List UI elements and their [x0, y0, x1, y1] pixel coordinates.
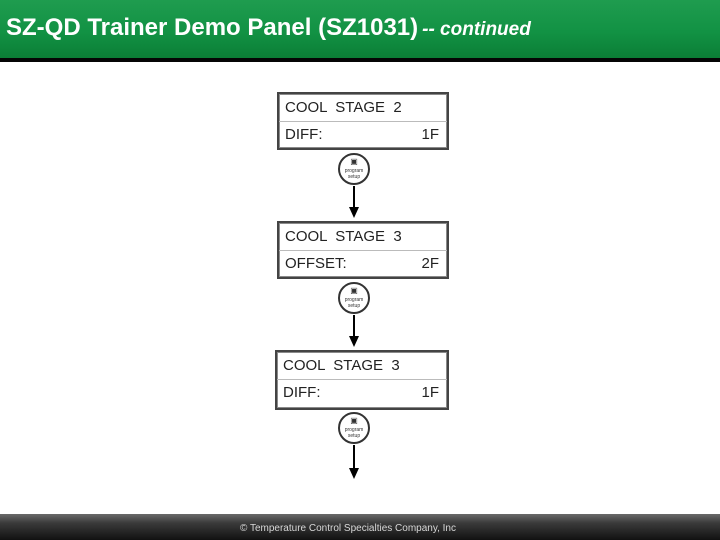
lock-icon: ▣ — [350, 416, 358, 425]
button-label-line-1: program — [344, 168, 364, 174]
program-setup-button[interactable]: ▣ program setup — [338, 282, 370, 314]
flow-arrow-shaft — [353, 186, 355, 208]
slide-title: SZ-QD Trainer Demo Panel (SZ1031)-- cont… — [6, 14, 531, 42]
lcd-value: 2F — [421, 255, 439, 272]
lcd-screen-cool-stage-3-offset: COOL STAGE 3 OFFSET: 2F — [277, 221, 449, 279]
button-label-line-2: setup — [347, 174, 361, 180]
title-bar: SZ-QD Trainer Demo Panel (SZ1031)-- cont… — [0, 0, 720, 62]
program-setup-button[interactable]: ▣ program setup — [338, 412, 370, 444]
flow-arrow-head — [349, 468, 359, 479]
button-label-line-1: program — [344, 297, 364, 303]
footer-bar: © Temperature Control Specialties Compan… — [0, 514, 720, 540]
slide-subtitle: -- continued — [422, 19, 531, 40]
lcd-line-2: DIFF: — [285, 126, 323, 143]
slide-title-text: SZ-QD Trainer Demo Panel (SZ1031) — [6, 14, 419, 41]
lcd-divider — [279, 121, 447, 122]
program-setup-button[interactable]: ▣ program setup — [338, 153, 370, 185]
lcd-screen-cool-stage-3-diff: COOL STAGE 3 DIFF: 1F — [275, 350, 449, 410]
copyright-text: © Temperature Control Specialties Compan… — [240, 523, 456, 534]
lcd-line-2: OFFSET: — [285, 255, 347, 272]
lcd-line-2: DIFF: — [283, 384, 321, 401]
lock-icon: ▣ — [350, 286, 358, 295]
flow-arrow-shaft — [353, 315, 355, 337]
flow-arrow-shaft — [353, 445, 355, 469]
lock-icon: ▣ — [350, 157, 358, 166]
lcd-divider — [277, 379, 447, 380]
button-label-line-2: setup — [347, 433, 361, 439]
lcd-line-1: COOL STAGE 3 — [283, 357, 400, 374]
lcd-value: 1F — [421, 126, 439, 143]
lcd-line-1: COOL STAGE 2 — [285, 99, 402, 116]
lcd-line-1: COOL STAGE 3 — [285, 228, 402, 245]
flow-arrow-head — [349, 336, 359, 347]
lcd-divider — [279, 250, 447, 251]
lcd-value: 1F — [421, 384, 439, 401]
lcd-screen-cool-stage-2-diff: COOL STAGE 2 DIFF: 1F — [277, 92, 449, 150]
flow-arrow-head — [349, 207, 359, 218]
button-label-line-1: program — [344, 427, 364, 433]
button-label-line-2: setup — [347, 303, 361, 309]
